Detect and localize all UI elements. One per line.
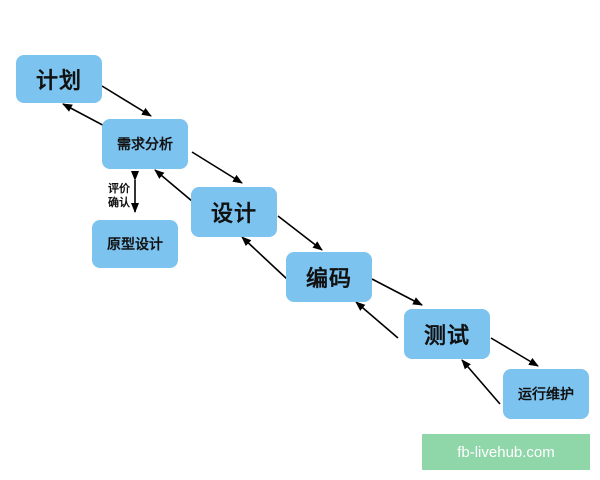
node-requirements-label: 需求分析	[117, 137, 173, 153]
node-design-label: 设计	[210, 202, 257, 227]
node-plan: 计划	[16, 55, 102, 103]
node-coding-label: 编码	[305, 267, 352, 292]
node-maintenance: 运行维护	[503, 369, 589, 419]
node-coding: 编码	[286, 252, 372, 302]
arrow-coding-to-testing	[371, 278, 423, 306]
node-design: 设计	[191, 187, 277, 237]
node-requirements: 需求分析	[102, 119, 188, 169]
watermark-text: fb-livehub.com	[457, 443, 555, 461]
node-testing-label: 测试	[423, 324, 470, 349]
watermark-banner: fb-livehub.com	[422, 434, 590, 470]
arrow-design-to-coding	[277, 215, 323, 251]
feedback-label-line-2: 确认	[108, 196, 130, 209]
node-prototype: 原型设计	[92, 220, 178, 268]
arrow-coding-to-design	[241, 236, 289, 281]
arrow-plan-to-requirements	[101, 85, 152, 117]
feedback-label: 评价 确认	[104, 182, 134, 210]
feedback-label-line-1: 评价	[108, 182, 130, 195]
arrow-maintenance-to-testing	[461, 359, 501, 405]
arrow-testing-to-coding	[355, 301, 399, 339]
arrow-testing-to-maintenance	[490, 337, 539, 367]
arrow-requirements-to-design	[191, 151, 243, 184]
node-prototype-label: 原型设计	[107, 237, 163, 253]
node-plan-label: 计划	[35, 69, 82, 94]
node-testing: 测试	[404, 309, 490, 359]
node-maintenance-label: 运行维护	[518, 387, 574, 403]
